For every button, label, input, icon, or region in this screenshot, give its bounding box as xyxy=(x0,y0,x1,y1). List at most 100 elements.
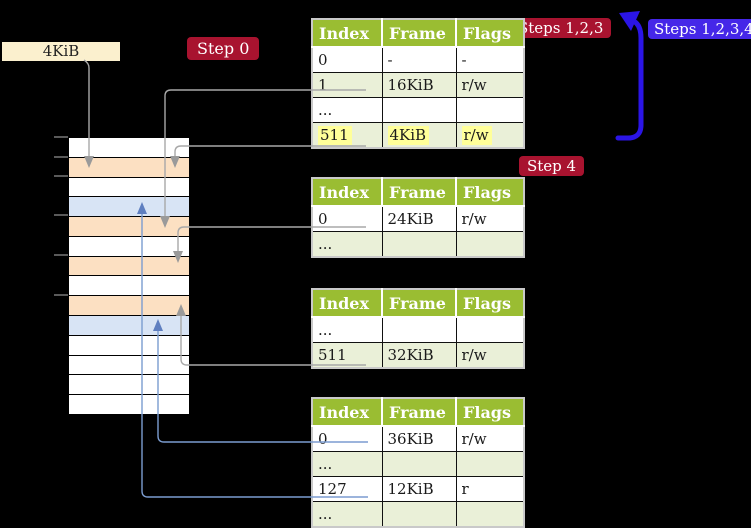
cell-value: 12KiB xyxy=(387,480,434,498)
table-cell: ... xyxy=(311,316,383,343)
table-cell: r xyxy=(455,476,525,502)
cell-value: r/w xyxy=(461,430,487,448)
page-size-label: 4KiB xyxy=(2,42,120,61)
table-cell: r/w xyxy=(455,122,525,149)
table-cell xyxy=(381,231,457,258)
column-header: Index xyxy=(312,19,383,48)
table-cell: 127 xyxy=(311,476,383,502)
memory-frame-row xyxy=(69,217,189,237)
cell-value: ... xyxy=(318,455,333,473)
column-header: Flags xyxy=(456,178,524,207)
table-row: 0 - - xyxy=(311,46,525,73)
table-cell xyxy=(455,97,525,123)
memory-frame-row xyxy=(69,276,189,297)
table-cell: 16KiB xyxy=(381,72,457,98)
cell-value: - xyxy=(461,51,467,69)
cell-value: 0 xyxy=(318,51,328,69)
table-cell: 0 xyxy=(311,205,383,232)
cell-value: ... xyxy=(318,505,333,523)
column-header: Index xyxy=(312,289,383,318)
cell-value: 32KiB xyxy=(387,346,434,364)
column-header: Flags xyxy=(456,398,524,427)
table-cell xyxy=(455,231,525,258)
cell-value: 0 xyxy=(318,210,328,228)
memory-frame-row xyxy=(69,395,189,414)
table-row: 1 16KiB r/w xyxy=(311,72,525,98)
table-cell: 511 xyxy=(311,342,383,369)
table-row: ... xyxy=(311,231,525,258)
cell-value: ... xyxy=(318,321,333,339)
table-cell: ... xyxy=(311,97,383,123)
column-header: Flags xyxy=(456,289,524,318)
table-cell: 12KiB xyxy=(381,476,457,502)
column-header: Index xyxy=(312,178,383,207)
table-cell xyxy=(381,316,457,343)
memory-frame-row xyxy=(69,177,189,198)
table-cell: 24KiB xyxy=(381,205,457,232)
table-cell: r/w xyxy=(455,425,525,452)
table-cell: r/w xyxy=(455,72,525,98)
table-cell: 0 xyxy=(311,425,383,452)
cell-value: 16KiB xyxy=(387,76,434,94)
table-cell: ... xyxy=(311,501,383,528)
cell-value: 4KiB xyxy=(387,126,430,145)
badge-step-4: Step 4 xyxy=(519,156,585,176)
table-cell: r/w xyxy=(455,205,525,232)
column-header: Flags xyxy=(456,19,524,48)
cell-value: r/w xyxy=(461,210,487,228)
table-cell xyxy=(455,451,525,477)
badge-step-0: Step 0 xyxy=(187,37,260,60)
cell-value: 1 xyxy=(318,76,328,94)
column-header: Frame xyxy=(382,19,457,48)
table-row: ... xyxy=(311,451,525,477)
table-cell xyxy=(381,501,457,528)
table-cell: r/w xyxy=(455,342,525,369)
loop-back-arrow xyxy=(615,11,644,141)
table-cell: 511 xyxy=(311,122,383,149)
table-cell xyxy=(455,316,525,343)
column-header: Index xyxy=(312,398,383,427)
cell-value: 0 xyxy=(318,430,328,448)
physical-memory-column xyxy=(68,137,190,415)
table-row: ... xyxy=(311,501,525,528)
table-cell: 36KiB xyxy=(381,425,457,452)
memory-frame-row xyxy=(69,316,189,336)
badge-steps-1-2-3: Steps 1,2,3 xyxy=(510,18,612,38)
memory-frame-row xyxy=(69,335,189,356)
table-row: 127 12KiB r xyxy=(311,476,525,502)
arrowhead-upleft-icon xyxy=(619,11,640,31)
table-cell: - xyxy=(381,46,457,73)
badge-steps-1-2-3-4: Steps 1,2,3,4 xyxy=(648,19,751,39)
cell-value: 127 xyxy=(318,480,347,498)
table-cell: 1 xyxy=(311,72,383,98)
cell-value: - xyxy=(387,51,393,69)
column-header: Frame xyxy=(382,178,457,207)
table-cell xyxy=(455,501,525,528)
memory-ticks xyxy=(54,136,68,296)
table-row: ... xyxy=(311,97,525,123)
cell-value: r xyxy=(461,480,469,498)
column-header: Frame xyxy=(382,398,457,427)
cell-value: 24KiB xyxy=(387,210,434,228)
table-row: ... xyxy=(311,316,525,343)
table-row: 0 24KiB r/w xyxy=(311,205,525,232)
memory-frame-row xyxy=(69,138,189,158)
memory-frame-row xyxy=(69,296,189,317)
cell-value: ... xyxy=(318,235,333,253)
table-cell xyxy=(381,451,457,477)
memory-frame-row xyxy=(69,236,189,257)
table-cell: 32KiB xyxy=(381,342,457,369)
table-cell: 4KiB xyxy=(381,122,457,149)
table-cell: 0 xyxy=(311,46,383,73)
table-cell: ... xyxy=(311,231,383,258)
memory-frame-row xyxy=(69,375,189,396)
